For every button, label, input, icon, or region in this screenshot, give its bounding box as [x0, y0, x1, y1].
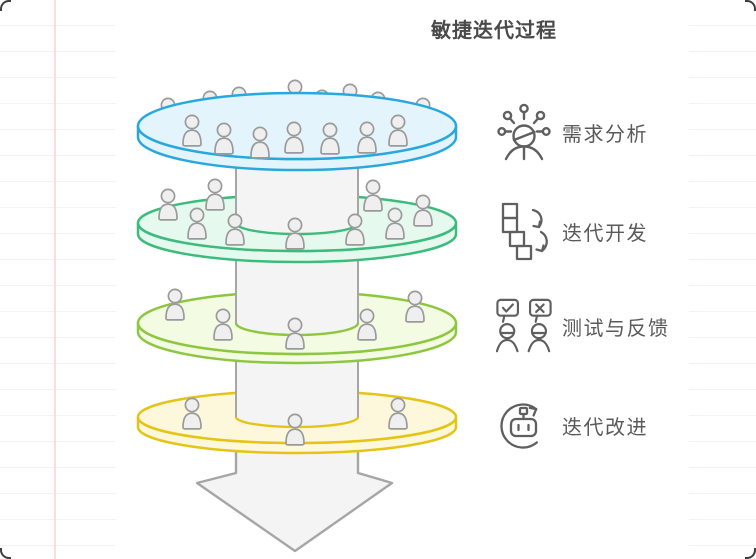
background-grid-right [689, 0, 756, 559]
corner-mark [0, 548, 11, 559]
person-icon [363, 179, 383, 212]
legend-label: 迭代改进 [562, 416, 648, 439]
legend-item-requirements: 需求分析 [496, 103, 648, 161]
analysis-person-icon [496, 103, 552, 161]
legend-label: 迭代开发 [562, 222, 648, 245]
feedback-people-icon [496, 297, 552, 355]
robot-refresh-icon [496, 396, 552, 454]
corner-mark [745, 548, 756, 559]
person-icon [205, 178, 225, 211]
background-accent-line [54, 0, 56, 559]
legend-item-improvement: 迭代改进 [496, 396, 648, 454]
legend-item-testing: 测试与反馈 [496, 297, 670, 355]
legend-label: 需求分析 [562, 123, 648, 146]
page-title: 敏捷迭代过程 [431, 20, 557, 42]
corner-mark [0, 0, 11, 11]
legend-label: 测试与反馈 [562, 317, 670, 340]
background-grid-left [0, 0, 116, 559]
corner-mark [745, 0, 756, 11]
iteration-blocks-icon [496, 202, 552, 261]
legend-item-development: 迭代开发 [496, 202, 648, 261]
